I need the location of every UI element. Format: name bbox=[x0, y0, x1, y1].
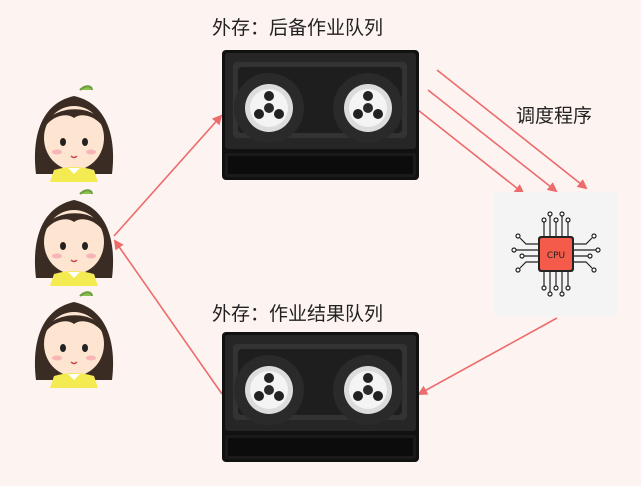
result-queue-label: 外存：作业结果队列 bbox=[212, 303, 384, 325]
result-queue-tape-drive bbox=[222, 332, 419, 462]
backup-queue-tape-drive bbox=[222, 50, 419, 180]
arrow-schedule-3 bbox=[436, 69, 588, 190]
arrow-users-to-backup-queue bbox=[113, 114, 223, 237]
arrow-schedule-1 bbox=[417, 109, 525, 195]
user-girl-icon bbox=[34, 291, 114, 388]
reel-right-icon bbox=[344, 366, 392, 414]
reel-right-icon bbox=[344, 84, 392, 132]
arrow-cpu-to-result-queue bbox=[417, 317, 558, 395]
cpu-card: CPU bbox=[494, 192, 618, 316]
reel-left-icon bbox=[245, 84, 293, 132]
cpu-chip-label: CPU bbox=[547, 251, 565, 261]
user-girl-icon bbox=[34, 85, 114, 182]
arrow-result-queue-to-users bbox=[113, 239, 223, 395]
user-girl-icon bbox=[34, 189, 114, 286]
scheduler-label: 调度程序 bbox=[516, 105, 593, 127]
arrow-schedule-2 bbox=[427, 89, 558, 193]
reel-left-icon bbox=[245, 366, 293, 414]
backup-queue-label: 外存：后备作业队列 bbox=[212, 17, 384, 39]
cpu-chip-icon: CPU bbox=[511, 211, 601, 297]
